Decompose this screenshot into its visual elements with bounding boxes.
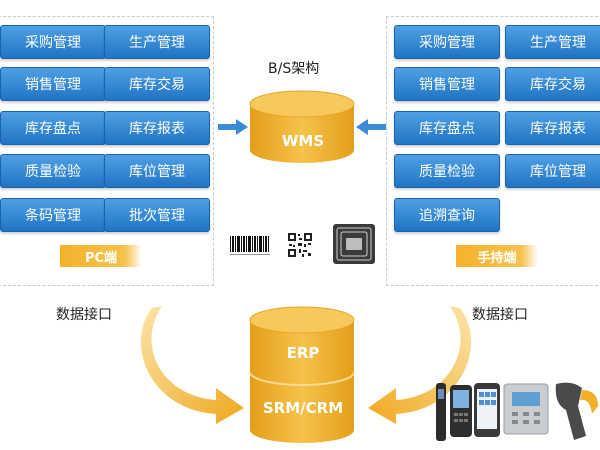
hh-module-sales[interactable]: 销售管理 <box>394 67 500 101</box>
hh-module-production[interactable]: 生产管理 <box>505 25 600 59</box>
pc-module-stocktake[interactable]: 库存盘点 <box>0 111 106 145</box>
erp-label: ERP <box>286 344 320 362</box>
barcode-icon <box>228 234 272 258</box>
pc-module-quality[interactable]: 质量检验 <box>0 154 106 188</box>
hh-module-inventory-report[interactable]: 库存报表 <box>505 111 600 145</box>
handheld-terminal-icon <box>436 383 446 441</box>
pc-module-purchase[interactable]: 采购管理 <box>0 25 106 59</box>
pc-module-inventory-trade[interactable]: 库存交易 <box>104 67 210 101</box>
erp-srm-cylinder <box>249 306 355 443</box>
pc-module-production[interactable]: 生产管理 <box>104 25 210 59</box>
wms-label: WMS <box>281 132 325 150</box>
interface-right-label: 数据接口 <box>472 307 528 323</box>
handheld-tag: 手持端 <box>456 245 538 267</box>
hh-module-location[interactable]: 库位管理 <box>505 154 600 188</box>
hh-module-stocktake[interactable]: 库存盘点 <box>394 111 500 145</box>
arrow-right-to-wms <box>356 119 386 135</box>
qr-code-icon <box>287 232 313 258</box>
srm-crm-label: SRM/CRM <box>262 399 344 417</box>
arrow-left-to-wms <box>218 119 248 135</box>
barcode-scanner-icon <box>555 382 598 440</box>
hh-module-quality[interactable]: 质量检验 <box>394 154 500 188</box>
interface-left-label: 数据接口 <box>56 307 112 323</box>
pc-panel <box>0 16 214 286</box>
pc-module-sales[interactable]: 销售管理 <box>0 67 106 101</box>
pc-module-location[interactable]: 库位管理 <box>104 154 210 188</box>
card-reader-icon <box>503 383 549 435</box>
pc-module-inventory-report[interactable]: 库存报表 <box>104 111 210 145</box>
arch-label: B/S架构 <box>268 61 320 77</box>
curved-arrow-left <box>140 306 244 424</box>
pc-module-barcode[interactable]: 条码管理 <box>0 198 106 232</box>
pc-module-batch[interactable]: 批次管理 <box>104 198 210 232</box>
hh-module-purchase[interactable]: 采购管理 <box>394 25 500 59</box>
pc-tag: PC端 <box>60 245 142 267</box>
handheld-panel <box>386 16 600 286</box>
hh-module-inventory-trade[interactable]: 库存交易 <box>505 67 600 101</box>
hh-module-trace[interactable]: 追溯查询 <box>394 198 500 232</box>
smartphone-icon <box>474 383 500 437</box>
rfid-chip-icon <box>333 224 375 264</box>
pda-icon <box>450 385 472 437</box>
wms-cylinder <box>249 90 355 163</box>
